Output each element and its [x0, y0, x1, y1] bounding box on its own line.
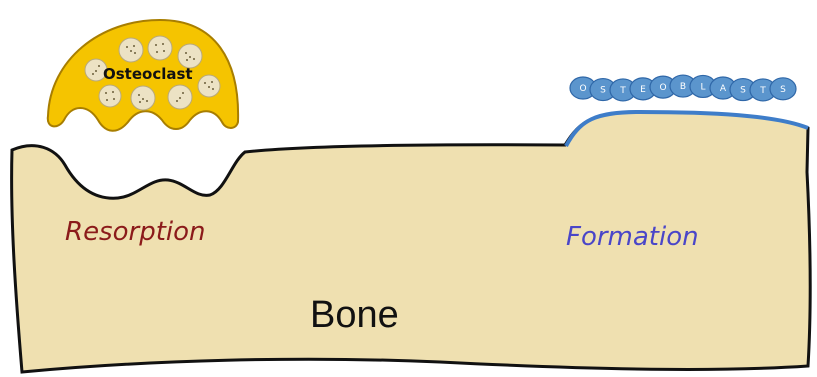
- nucleus-speckle: [185, 52, 187, 54]
- nucleus-speckle: [113, 98, 115, 100]
- nucleus-speckle: [126, 46, 128, 48]
- osteoblast-letter: A: [720, 84, 727, 94]
- nucleus: [148, 36, 172, 60]
- osteoblast-letter: O: [579, 84, 586, 94]
- osteoblast-letter: S: [780, 85, 786, 95]
- bone-label: Bone: [310, 294, 399, 336]
- nucleus-speckle: [155, 44, 157, 46]
- nucleus-speckle: [134, 52, 136, 54]
- osteoclast-label: Osteoclast: [103, 65, 193, 83]
- nucleus-speckle: [112, 91, 114, 93]
- nucleus-speckle: [138, 94, 140, 96]
- nucleus: [99, 85, 121, 107]
- nucleus-speckle: [146, 100, 148, 102]
- resorption-label: Resorption: [65, 217, 206, 247]
- nucleus-speckle: [193, 58, 195, 60]
- osteoblast-letter: E: [640, 85, 646, 95]
- nucleus-speckle: [95, 70, 97, 72]
- nucleus-speckle: [133, 45, 135, 47]
- nucleus-speckle: [212, 88, 214, 90]
- nucleus-speckle: [142, 98, 144, 100]
- nucleus-speckle: [186, 59, 188, 61]
- nucleus-speckle: [156, 51, 158, 53]
- nucleus-speckle: [98, 65, 100, 67]
- osteoblast-letter: O: [659, 83, 666, 93]
- nucleus-speckle: [163, 50, 165, 52]
- formation-label: Formation: [566, 222, 699, 252]
- nucleus-speckle: [211, 81, 213, 83]
- nucleus-speckle: [162, 43, 164, 45]
- nucleus-speckle: [189, 56, 191, 58]
- nucleus-speckle: [182, 92, 184, 94]
- nucleus-speckle: [208, 86, 210, 88]
- osteoblast-letter: S: [740, 86, 746, 96]
- nucleus-speckle: [130, 50, 132, 52]
- osteoblast-letter: B: [680, 82, 686, 92]
- osteoblast-letter: T: [619, 86, 626, 96]
- nucleus-speckle: [176, 100, 178, 102]
- nucleus-speckle: [92, 73, 94, 75]
- osteoblast-letter: S: [600, 86, 606, 96]
- osteoblast-letter: L: [700, 82, 705, 92]
- nucleus-speckle: [105, 92, 107, 94]
- nucleus-speckle: [204, 82, 206, 84]
- nucleus-speckle: [139, 101, 141, 103]
- osteoblast-letter: T: [759, 86, 766, 96]
- nucleus-speckle: [179, 97, 181, 99]
- nucleus-speckle: [106, 99, 108, 101]
